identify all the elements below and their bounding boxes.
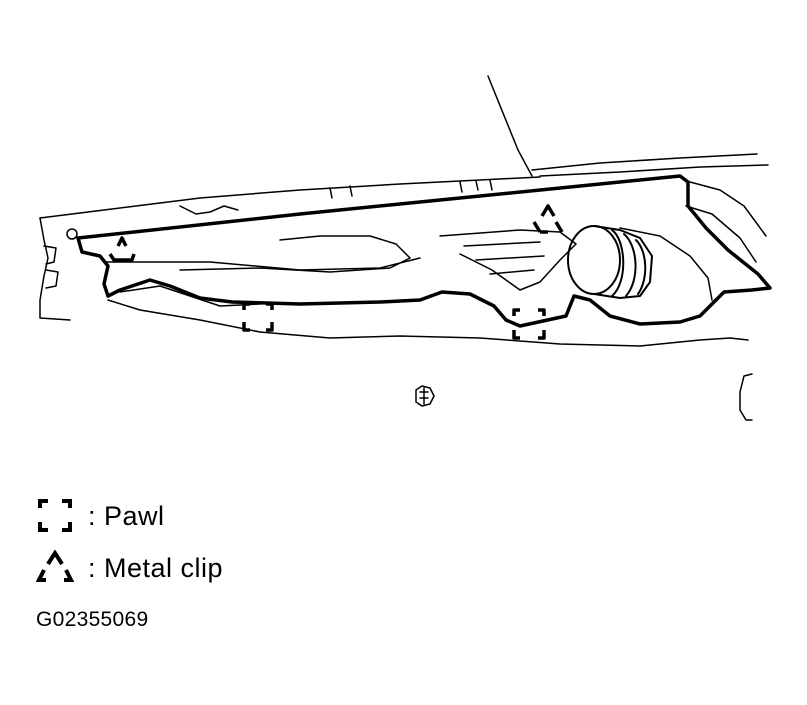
clip-fastener [415, 385, 435, 407]
legend-metal-clip: : Metal clip [36, 550, 223, 586]
upper-body-outline [39, 75, 769, 321]
pawl-bracket-icon [38, 499, 72, 532]
pawl-marker [512, 308, 546, 340]
figure-code: G02355069 [36, 608, 149, 631]
cylinder-part [567, 225, 653, 299]
metal-clip-marker [108, 236, 136, 262]
legend-metal-clip-label: : Metal clip [88, 552, 224, 583]
panel-illustration [39, 75, 772, 421]
trim-panel [76, 174, 772, 328]
pawl-marker [242, 302, 274, 332]
legend-pawl-label: : Pawl [88, 500, 165, 531]
metal-clip-triangle-icon [36, 550, 75, 582]
legend-pawl: : Pawl [36, 498, 165, 534]
lower-contour [107, 299, 753, 421]
metal-clip-marker [532, 204, 564, 234]
